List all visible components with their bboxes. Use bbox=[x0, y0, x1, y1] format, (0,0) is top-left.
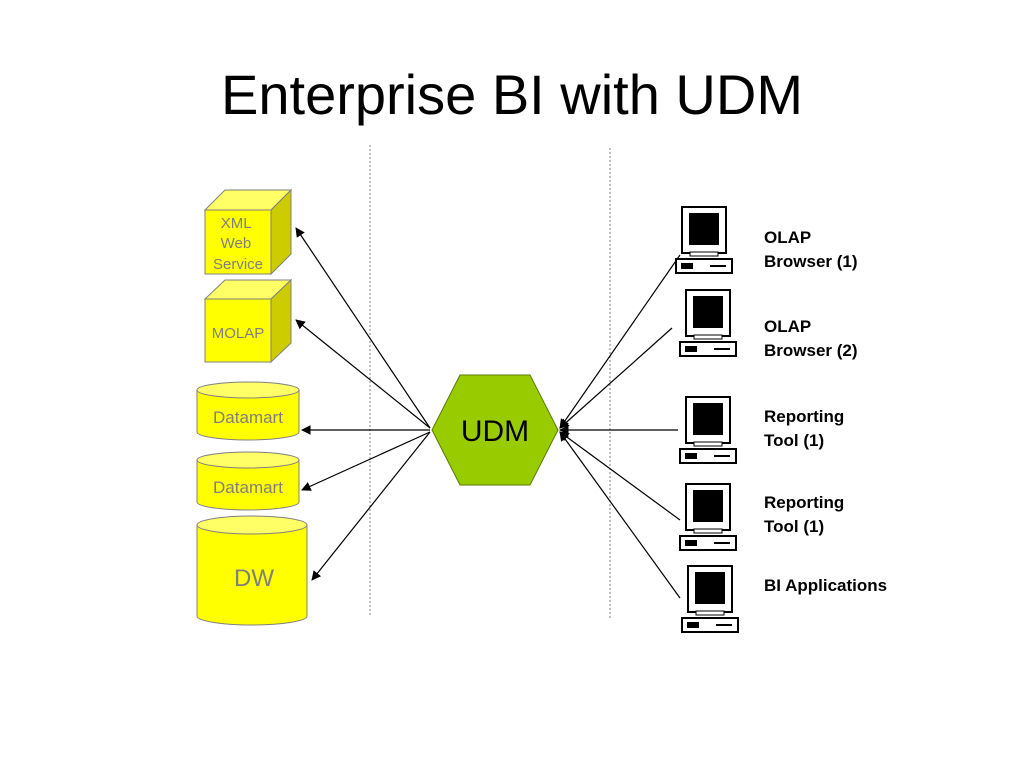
xml-web-service-label: XML Web Service bbox=[213, 215, 263, 273]
arrow-from-client-5 bbox=[559, 431, 681, 599]
datamart-2-label: Datamart bbox=[213, 478, 283, 497]
molap-cube bbox=[203, 278, 293, 364]
client-label-olap-browser-2: OLAP Browser (2) bbox=[764, 317, 858, 360]
xml-web-service-line-2: Web bbox=[221, 235, 252, 252]
computer-icon bbox=[675, 206, 733, 274]
arrow-from-client-4 bbox=[559, 431, 681, 521]
arrow-to-xml-web-service bbox=[295, 227, 431, 429]
xml-web-service-cube bbox=[203, 188, 293, 276]
arrow-to-datamart-2 bbox=[301, 431, 431, 491]
udm-label: UDM bbox=[461, 415, 529, 448]
client-label-olap-browser-1: OLAP Browser (1) bbox=[764, 228, 858, 271]
datamart-1-label: Datamart bbox=[213, 408, 283, 427]
computer-icon bbox=[681, 565, 739, 633]
arrow-to-dw bbox=[311, 431, 431, 581]
datamart-2-cylinder bbox=[196, 451, 300, 511]
arrow-to-molap bbox=[295, 319, 431, 429]
arrow-from-client-2 bbox=[559, 327, 673, 429]
client-arrows bbox=[559, 254, 681, 599]
arrow-from-client-1 bbox=[559, 254, 681, 429]
datamart-1-cylinder bbox=[196, 381, 300, 441]
computer-icon bbox=[679, 396, 737, 464]
client-label-bi-applications: BI Applications bbox=[764, 576, 888, 595]
udm-hexagon bbox=[431, 374, 559, 486]
computer-icon bbox=[679, 289, 737, 357]
xml-web-service-line-1: XML bbox=[221, 215, 252, 232]
molap-label: MOLAP bbox=[212, 325, 265, 342]
dw-label: DW bbox=[234, 565, 274, 592]
client-label-reporting-tool-1: Reporting Tool (1) bbox=[764, 407, 845, 450]
slide-title: Enterprise BI with UDM bbox=[221, 63, 803, 126]
xml-web-service-line-3: Service bbox=[213, 256, 263, 273]
client-label-reporting-tool-2: Reporting Tool (1) bbox=[764, 493, 845, 536]
computer-icon bbox=[679, 483, 737, 551]
source-arrows bbox=[295, 227, 431, 581]
dw-cylinder bbox=[196, 515, 308, 626]
